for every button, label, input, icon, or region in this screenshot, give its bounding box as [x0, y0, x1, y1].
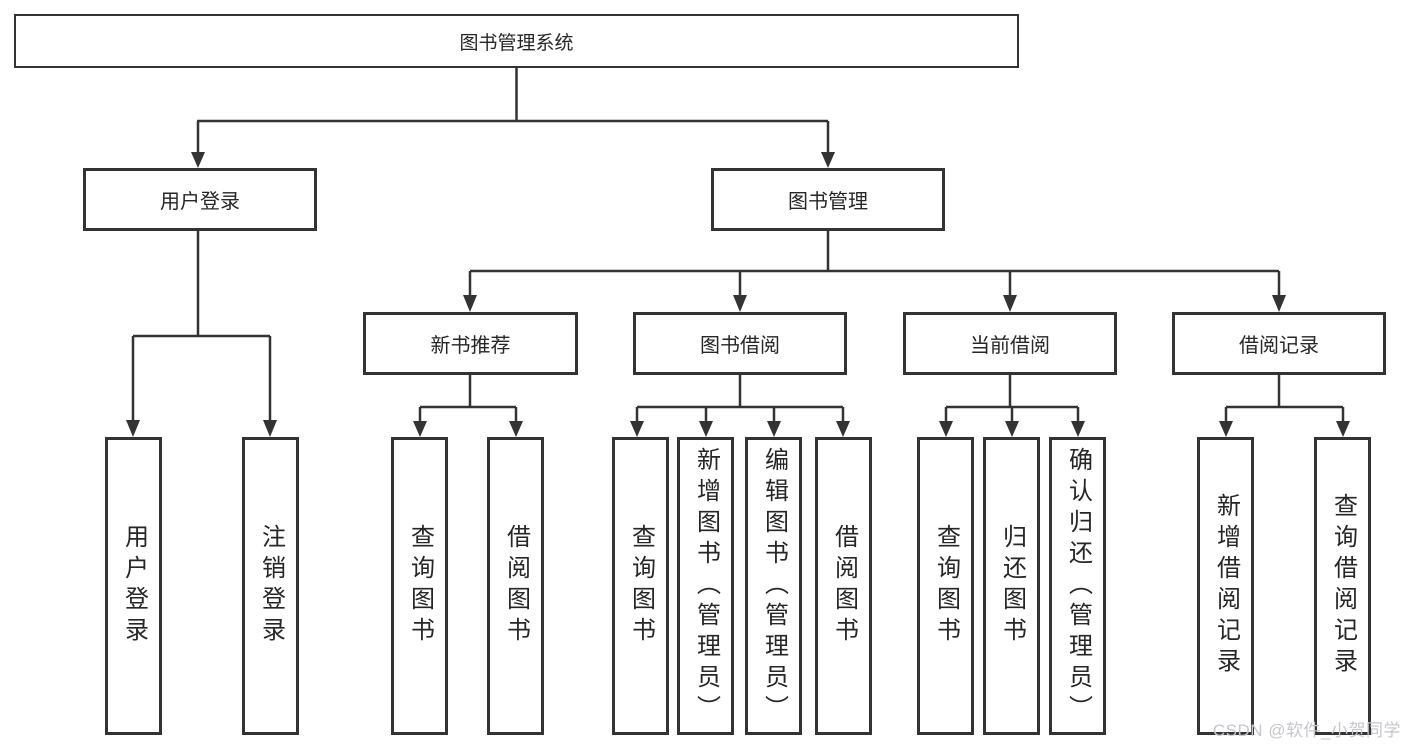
- branch-borrow-record: [1219, 375, 1350, 437]
- csdn-watermark: CSDN @软件_小贺同学: [1212, 721, 1401, 740]
- node-borrow-records: 借阅记录: [1172, 312, 1386, 375]
- leaf-query-books-1: 查询图书: [391, 437, 448, 735]
- leaf-add-books-admin: 新增图书（管理员）: [677, 437, 734, 735]
- branch-book-borrow: [630, 375, 850, 437]
- leaf-logout: 注销登录: [242, 437, 299, 735]
- leaf-borrow-books-2: 借阅图书: [815, 437, 872, 735]
- node-new-book-recommend: 新书推荐: [363, 312, 578, 375]
- leaf-add-borrow-record: 新增借阅记录: [1197, 437, 1254, 735]
- node-current-borrow: 当前借阅: [903, 312, 1117, 375]
- leaf-edit-books-admin: 编辑图书（管理员）: [745, 437, 802, 735]
- node-root-library-system: 图书管理系统: [14, 14, 1019, 68]
- branch-book-management: [463, 231, 1286, 312]
- leaf-query-books-2: 查询图书: [612, 437, 669, 735]
- leaf-borrow-books-1: 借阅图书: [487, 437, 544, 735]
- node-book-borrow: 图书借阅: [633, 312, 847, 375]
- branch-root: [191, 68, 835, 168]
- leaf-user-login: 用户登录: [105, 437, 162, 735]
- leaf-query-books-3: 查询图书: [917, 437, 974, 735]
- node-user-login: 用户登录: [83, 168, 317, 231]
- branch-user-login: [126, 231, 277, 437]
- leaf-confirm-return-admin: 确认归还（管理员）: [1049, 437, 1106, 735]
- branch-new-book-recommend: [413, 375, 523, 437]
- branch-current-borrow: [939, 375, 1085, 437]
- node-book-management: 图书管理: [711, 168, 945, 231]
- leaf-return-books: 归还图书: [983, 437, 1040, 735]
- leaf-query-borrow-record: 查询借阅记录: [1314, 437, 1371, 735]
